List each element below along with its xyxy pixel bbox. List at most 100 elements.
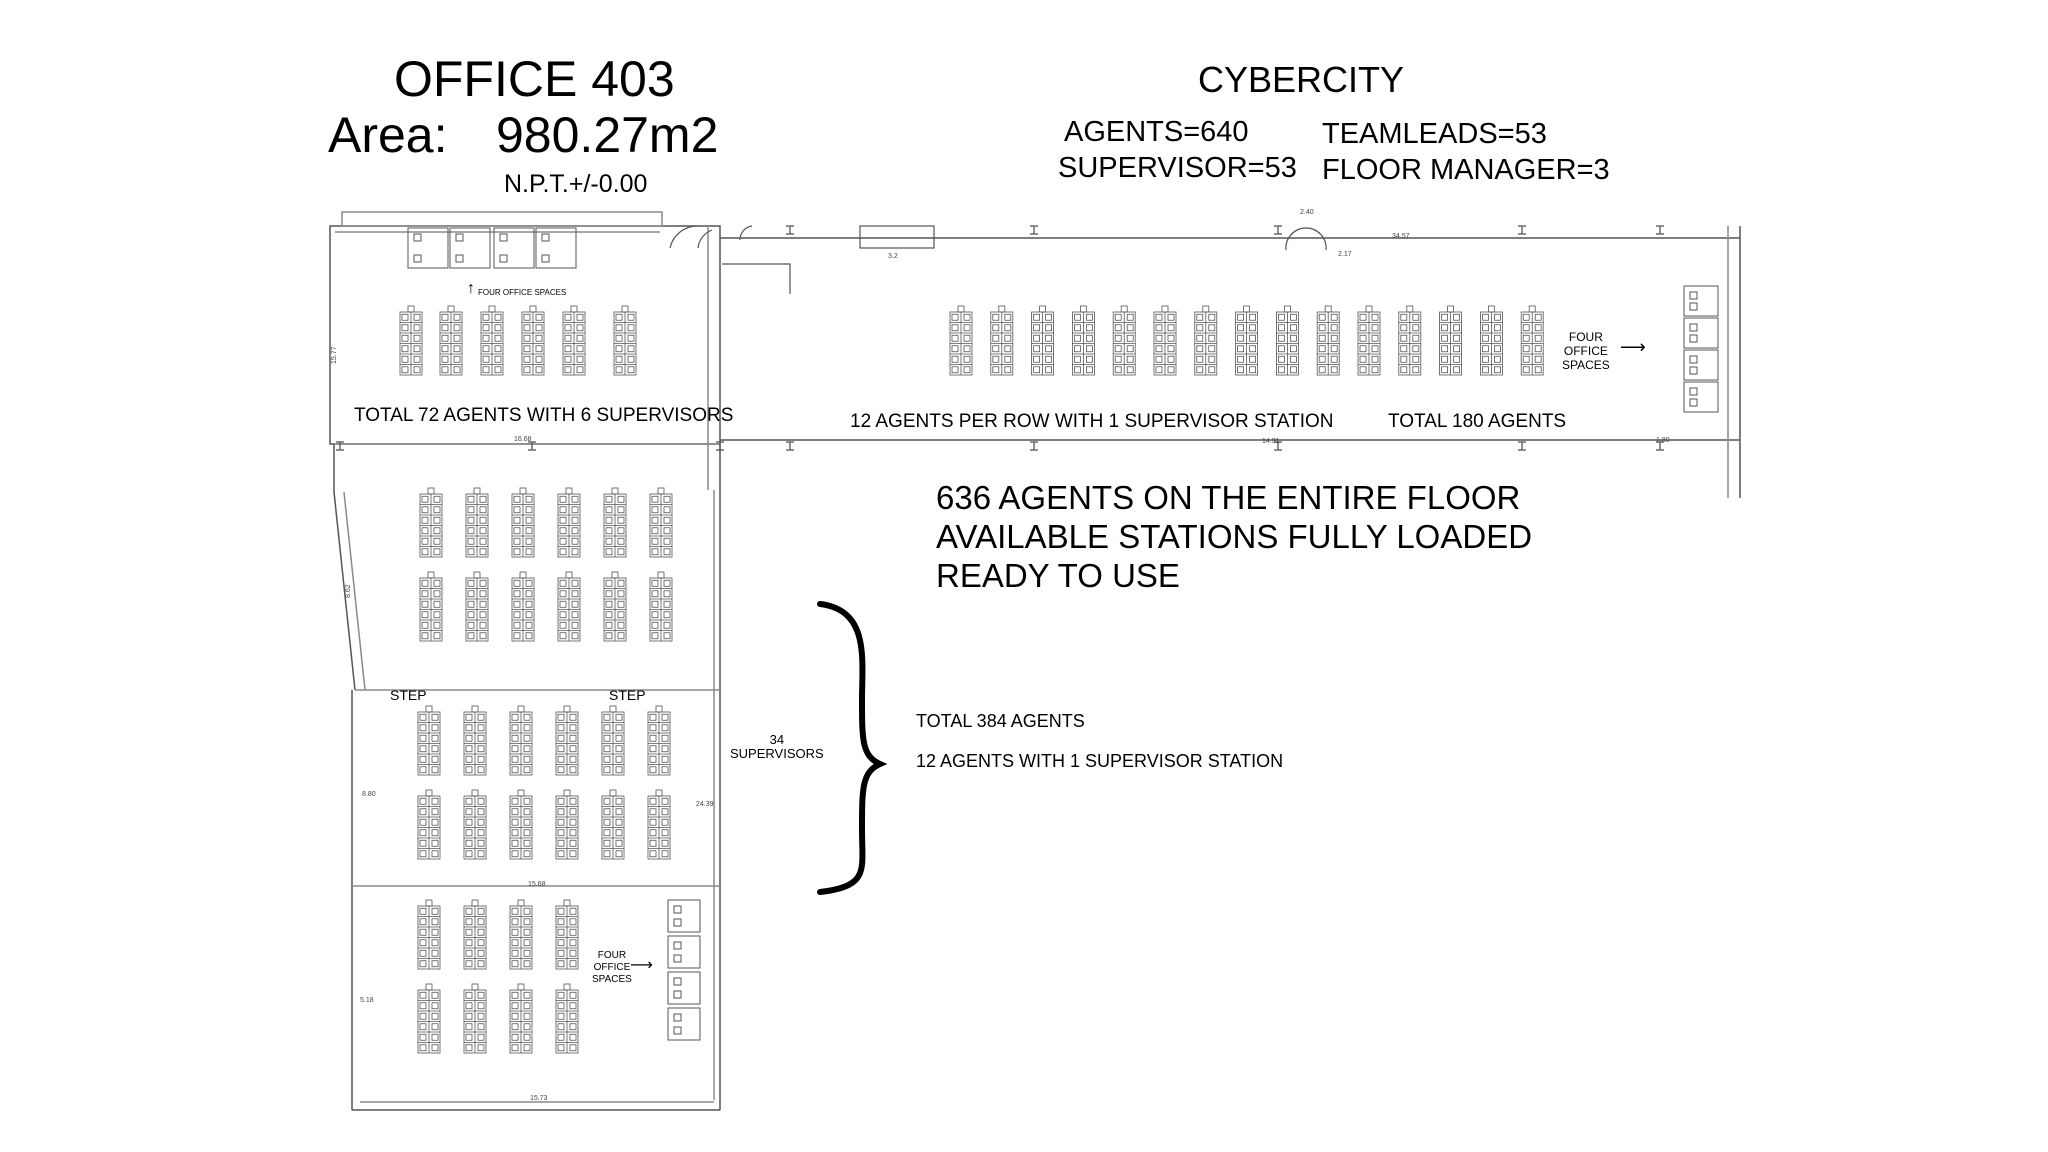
chair [421, 548, 429, 556]
chair [419, 818, 427, 826]
chair [1033, 345, 1040, 353]
desk-block [555, 705, 579, 776]
chair [576, 324, 584, 332]
left-wall-slant-2 [343, 491, 366, 691]
chair [951, 313, 959, 321]
chair [511, 766, 519, 774]
chair [1522, 313, 1530, 321]
chair [477, 918, 485, 926]
chair [615, 355, 623, 363]
chair [1086, 324, 1093, 332]
columns [336, 225, 1664, 451]
level-note: N.P.T.+/-0.00 [504, 170, 648, 198]
chair [615, 313, 623, 321]
chair [421, 590, 429, 598]
chair [663, 495, 671, 503]
chair [615, 713, 623, 721]
chair [419, 949, 427, 957]
cubicle-chair [455, 233, 464, 242]
chair [571, 611, 579, 619]
chair [615, 797, 623, 805]
supervisor-station [425, 899, 433, 907]
chair [1482, 324, 1489, 332]
desk-block [601, 789, 625, 860]
chair [663, 632, 671, 640]
chair [477, 939, 485, 947]
office-cubicle [1683, 317, 1719, 349]
cubicle-outline [407, 227, 449, 269]
chair [419, 808, 427, 816]
chair [651, 516, 659, 524]
chair [569, 818, 577, 826]
chair [431, 907, 439, 915]
chair [1441, 324, 1448, 332]
supervisor-station [519, 487, 527, 495]
chair [569, 1044, 577, 1052]
supervisors-count: 34 [769, 732, 785, 747]
chair [465, 1002, 473, 1010]
supervisor-station [563, 983, 571, 991]
supervisor-station [517, 983, 525, 991]
chair [523, 818, 531, 826]
chair [649, 839, 657, 847]
chair [1114, 355, 1122, 363]
chair [431, 745, 439, 753]
chair [477, 1033, 485, 1041]
chair [467, 632, 475, 640]
desk-block [417, 705, 441, 776]
chair [523, 345, 531, 353]
chair [419, 960, 427, 968]
chair [465, 1033, 473, 1041]
chair [421, 632, 429, 640]
chair [557, 818, 565, 826]
chair [1278, 366, 1285, 374]
chair [1045, 355, 1052, 363]
chair [511, 797, 519, 805]
supervisor-station [473, 487, 481, 495]
chair [564, 324, 572, 332]
cubicle-outline [1683, 349, 1719, 381]
chair [431, 939, 439, 947]
chair [525, 548, 533, 556]
door-top-2 [697, 229, 713, 249]
chair [605, 579, 613, 587]
chair [649, 724, 657, 732]
chair [511, 724, 519, 732]
floor-summary-line-1: 636 AGENTS ON THE ENTIRE FLOOR [936, 479, 1521, 516]
chair [605, 548, 613, 556]
supervisor-station [1447, 305, 1454, 313]
chair [569, 1002, 577, 1010]
chair [431, 839, 439, 847]
chair [557, 766, 565, 774]
chair [1318, 355, 1326, 363]
chair [1534, 334, 1542, 342]
cubicle-chair [673, 977, 682, 986]
chair [559, 495, 567, 503]
chair [569, 939, 577, 947]
chair [559, 516, 567, 524]
chair [465, 850, 473, 858]
cubicle-desk [673, 918, 682, 927]
chair [564, 345, 572, 353]
left-wall-slant [333, 491, 356, 691]
chair [523, 1044, 531, 1052]
chair [1086, 345, 1093, 353]
chair [1290, 334, 1297, 342]
chair [419, 797, 427, 805]
cubicle-chair [673, 941, 682, 950]
chair [1045, 313, 1052, 321]
desk-block [1316, 305, 1340, 376]
chair [511, 713, 519, 721]
cubicle-outline [449, 227, 491, 269]
chair [431, 724, 439, 732]
column [1518, 225, 1526, 235]
chair [511, 755, 519, 763]
chair [1400, 355, 1408, 363]
cubicle-chair [673, 905, 682, 914]
chair [477, 724, 485, 732]
chair [419, 907, 427, 915]
chair [1033, 324, 1040, 332]
chair [557, 829, 565, 837]
cubicle-chair [673, 1013, 682, 1022]
supervisor-station [611, 487, 619, 495]
